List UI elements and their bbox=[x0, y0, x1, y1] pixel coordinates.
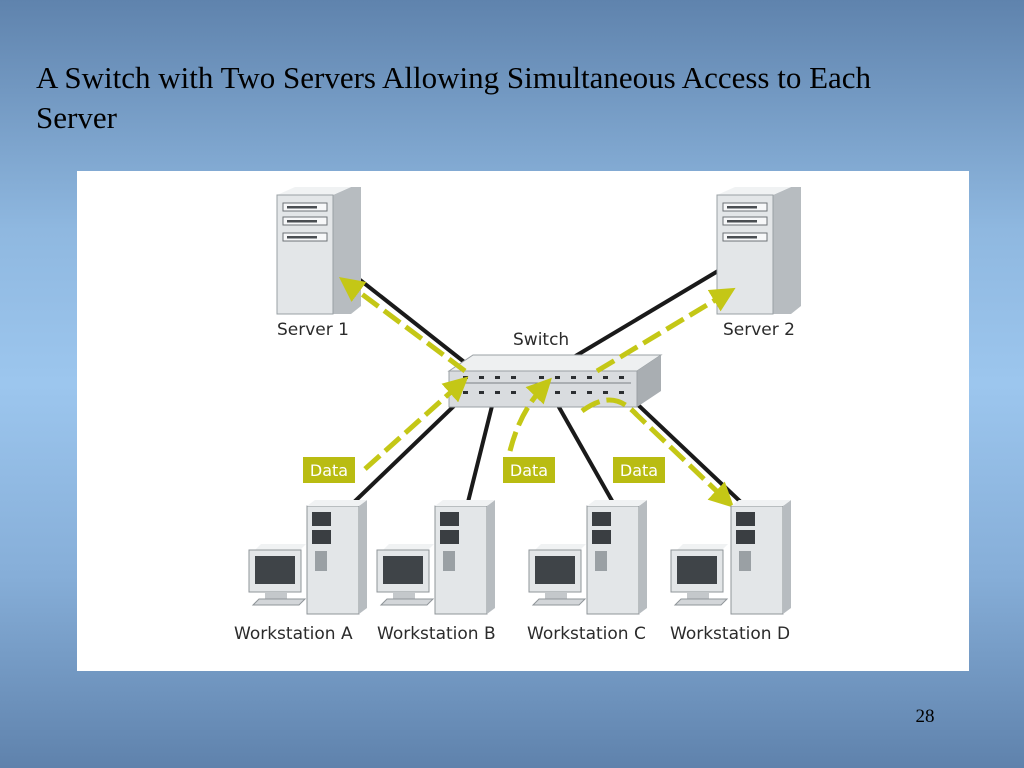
network-diagram: Server 1 Server 2 Switch bbox=[77, 171, 969, 671]
workstation-c-label: Workstation C bbox=[527, 624, 646, 644]
workstation-b-label: Workstation B bbox=[377, 624, 496, 644]
workstation-c bbox=[528, 500, 647, 615]
svg-text:Data: Data bbox=[310, 461, 348, 480]
server-1-label: Server 1 bbox=[277, 320, 349, 340]
data-flows bbox=[338, 277, 736, 508]
server-2 bbox=[716, 187, 801, 315]
data-flow-switch-to-server2 bbox=[595, 287, 736, 374]
svg-text:Data: Data bbox=[620, 461, 658, 480]
data-tag-c: Data bbox=[503, 457, 555, 483]
data-tag-d: Data bbox=[613, 457, 665, 483]
data-flow-switch-to-workstation-d bbox=[580, 397, 735, 508]
data-flow-workstation-a-to-switch bbox=[363, 376, 469, 471]
switch bbox=[447, 354, 663, 408]
workstation-d bbox=[670, 500, 791, 615]
workstation-d-label: Workstation D bbox=[670, 624, 790, 644]
data-tag-a: Data bbox=[303, 457, 355, 483]
workstation-a bbox=[248, 500, 367, 615]
server-2-label: Server 2 bbox=[723, 320, 795, 340]
data-flow-switch-to-server1 bbox=[338, 277, 467, 374]
switch-ports bbox=[463, 376, 624, 394]
workstation-a-label: Workstation A bbox=[234, 624, 353, 644]
slide-title: A Switch with Two Servers Allowing Simul… bbox=[36, 60, 872, 135]
svg-text:Data: Data bbox=[510, 461, 548, 480]
workstation-b bbox=[376, 500, 495, 615]
slide-number: 28 bbox=[915, 706, 935, 727]
cable-server1 bbox=[353, 274, 484, 378]
server-1 bbox=[276, 187, 361, 315]
switch-label: Switch bbox=[513, 330, 569, 350]
data-flow-workstation-c-to-switch bbox=[507, 377, 552, 452]
diagram-canvas: Server 1 Server 2 Switch bbox=[234, 187, 801, 644]
